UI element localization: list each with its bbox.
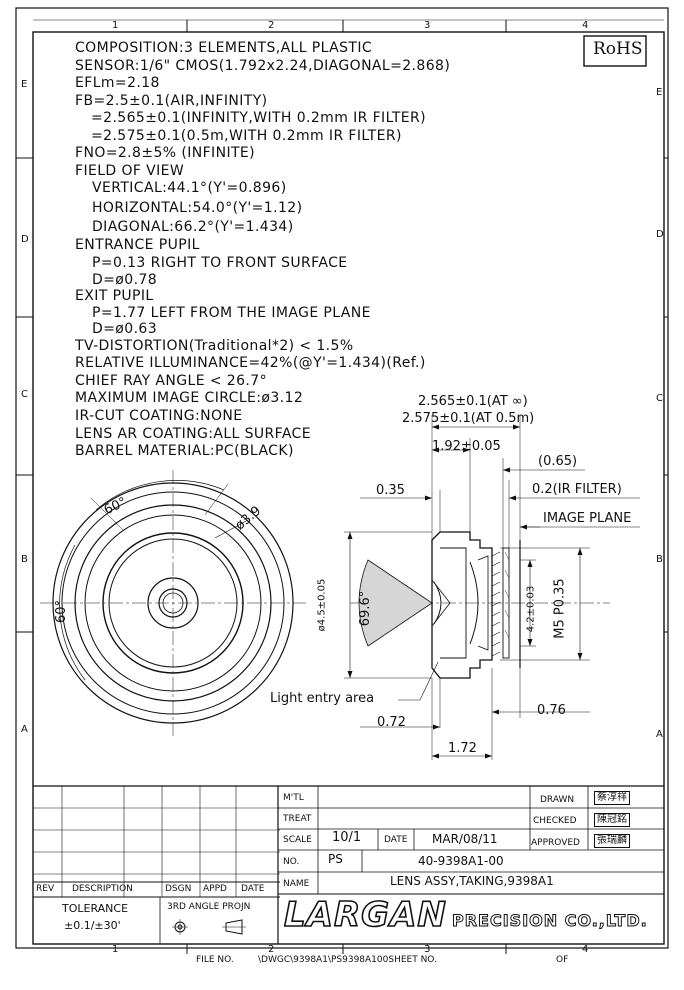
side-view-geometry (344, 415, 640, 760)
spec-entrance-pupil: ENTRANCE PUPIL (75, 237, 200, 253)
side-dia-45: ø4.5±0.05 (316, 578, 328, 632)
spec-exit-p: P=1.77 LEFT FROM THE IMAGE PLANE (92, 305, 371, 321)
zone-top-1: 1 (112, 20, 119, 31)
tb-no-label: NO. (283, 857, 300, 867)
tb-projection: 3RD ANGLE PROJN (167, 902, 251, 912)
spec-max-image-circle: MAXIMUM IMAGE CIRCLE:ø3.12 (75, 390, 304, 406)
zone-bottom-4: 4 (582, 944, 589, 955)
tb-appd-header: APPD (203, 884, 227, 894)
spec-entrance-d: D=ø0.78 (92, 272, 158, 288)
zone-right-b: B (656, 554, 663, 565)
tb-date-label: DATE (384, 835, 408, 845)
zone-top-4: 4 (582, 20, 589, 31)
side-fb-infinity: 2.565±0.1(AT ∞) (418, 394, 528, 409)
tb-part-no: 40-9398A1-00 (418, 854, 504, 868)
side-thread: M5 P0.35 (552, 578, 568, 639)
side-dim-072: 0.72 (377, 715, 406, 730)
spec-fb: FB=2.5±0.1(AIR,INFINITY) (75, 93, 268, 109)
side-dim-42: 4.2±0.03 (525, 585, 537, 633)
side-dim-192: 1.92±0.05 (432, 439, 501, 454)
tb-treat: TREAT (283, 814, 312, 824)
tb-rev-header: REV (36, 884, 55, 894)
side-light-entry: Light entry area (270, 691, 375, 706)
tb-drawn-signature: 蔡淳祥 (594, 791, 630, 805)
tb-name-value: LENS ASSY,TAKING,9398A1 (390, 874, 554, 888)
zone-bottom-3: 3 (424, 944, 431, 955)
spec-fb-ir: =2.565±0.1(INFINITY,WITH 0.2mm IR FILTER… (91, 110, 427, 126)
side-dim-076: 0.76 (537, 703, 566, 718)
spec-ar-coating: LENS AR COATING:ALL SURFACE (75, 426, 311, 442)
tb-tolerance-value: ±0.1/±30' (64, 919, 121, 932)
spec-fb-05: =2.575±0.1(0.5m,WITH 0.2mm IR FILTER) (91, 128, 402, 144)
zone-right-a: A (656, 729, 663, 740)
tb-date-header: DATE (241, 884, 265, 894)
spec-relative-illuminance: RELATIVE ILLUMINANCE=42%(@Y'=1.434)(Ref.… (75, 355, 426, 371)
zone-right-c: C (656, 393, 663, 404)
front-angle-left: 60° (54, 599, 70, 624)
tb-approved-signature: 張瑞麟 (594, 834, 630, 848)
side-ir-filter: 0.2(IR FILTER) (532, 482, 622, 497)
zone-left-e: E (21, 79, 28, 90)
tb-mtl: M'TL (283, 793, 304, 803)
spec-barrel-material: BARREL MATERIAL:PC(BLACK) (75, 443, 294, 459)
company-logo: LARGAN (283, 895, 447, 935)
spec-fov-horizontal: HORIZONTAL:54.0°(Y'=1.12) (92, 200, 303, 216)
zone-right-e: E (656, 87, 663, 98)
spec-entrance-p: P=0.13 RIGHT TO FRONT SURFACE (92, 255, 348, 271)
spec-chief-ray-angle: CHIEF RAY ANGLE < 26.7° (75, 373, 267, 389)
side-dim-065: (0.65) (538, 454, 578, 469)
zone-left-b: B (21, 554, 28, 565)
tb-description-header: DESCRIPTION (72, 884, 133, 894)
tb-name-label: NAME (283, 879, 310, 889)
tb-checked-label: CHECKED (533, 816, 577, 826)
tb-scale-label: SCALE (283, 835, 312, 845)
side-fb-05m: 2.575±0.1(AT 0.5m) (402, 411, 535, 426)
tb-date-value: MAR/08/11 (432, 832, 498, 846)
company-name: PRECISION CO.,LTD. (452, 911, 648, 930)
spec-exit-pupil: EXIT PUPIL (75, 288, 154, 304)
zone-top-2: 2 (268, 20, 275, 31)
tb-checked-signature: 陳冠銘 (594, 813, 630, 827)
side-image-plane: IMAGE PLANE (543, 511, 632, 526)
spec-fno: FNO=2.8±5% (INFINITE) (75, 145, 256, 161)
zone-left-d: D (21, 234, 29, 245)
tb-scale-value: 10/1 (332, 830, 362, 845)
side-angle-696: 69.6° (358, 590, 374, 627)
spec-efl: EFLm=2.18 (75, 75, 160, 91)
zone-bottom-2: 2 (268, 944, 275, 955)
spec-composition: COMPOSITION:3 ELEMENTS,ALL PLASTIC (75, 40, 373, 56)
tb-drawn-label: DRAWN (540, 795, 575, 805)
footer-of: OF (556, 955, 569, 965)
tb-approved-label: APPROVED (531, 838, 580, 848)
front-view-geometry (40, 470, 306, 736)
zone-bottom-1: 1 (112, 944, 119, 955)
rohs-mark: RoHS (593, 39, 643, 59)
zone-right-d: D (656, 229, 664, 240)
zone-left-c: C (21, 389, 28, 400)
spec-ir-cut: IR-CUT COATING:NONE (75, 408, 243, 424)
spec-fov: FIELD OF VIEW (75, 163, 185, 179)
spec-exit-d: D=ø0.63 (92, 321, 158, 337)
zone-top-3: 3 (424, 20, 431, 31)
zone-left-a: A (21, 724, 28, 735)
spec-tv-distortion: TV-DISTORTION(Traditional*2) < 1.5% (75, 338, 354, 354)
spec-fov-vertical: VERTICAL:44.1°(Y'=0.896) (92, 180, 287, 196)
tb-tolerance-label: TOLERANCE (62, 902, 129, 915)
tb-dsgn-header: DSGN (165, 884, 192, 894)
spec-fov-diagonal: DIAGONAL:66.2°(Y'=1.434) (92, 219, 294, 235)
side-dim-172: 1.72 (448, 741, 477, 756)
spec-sensor: SENSOR:1/6" CMOS(1.792x2.24,DIAGONAL=2.8… (75, 58, 451, 74)
side-dim-035: 0.35 (376, 483, 405, 498)
footer-file-value: \DWGC\9398A1\PS9398A100SHEET NO. (258, 955, 437, 965)
tb-no-ps: PS (328, 852, 343, 866)
footer-file-label: FILE NO. (196, 955, 234, 965)
